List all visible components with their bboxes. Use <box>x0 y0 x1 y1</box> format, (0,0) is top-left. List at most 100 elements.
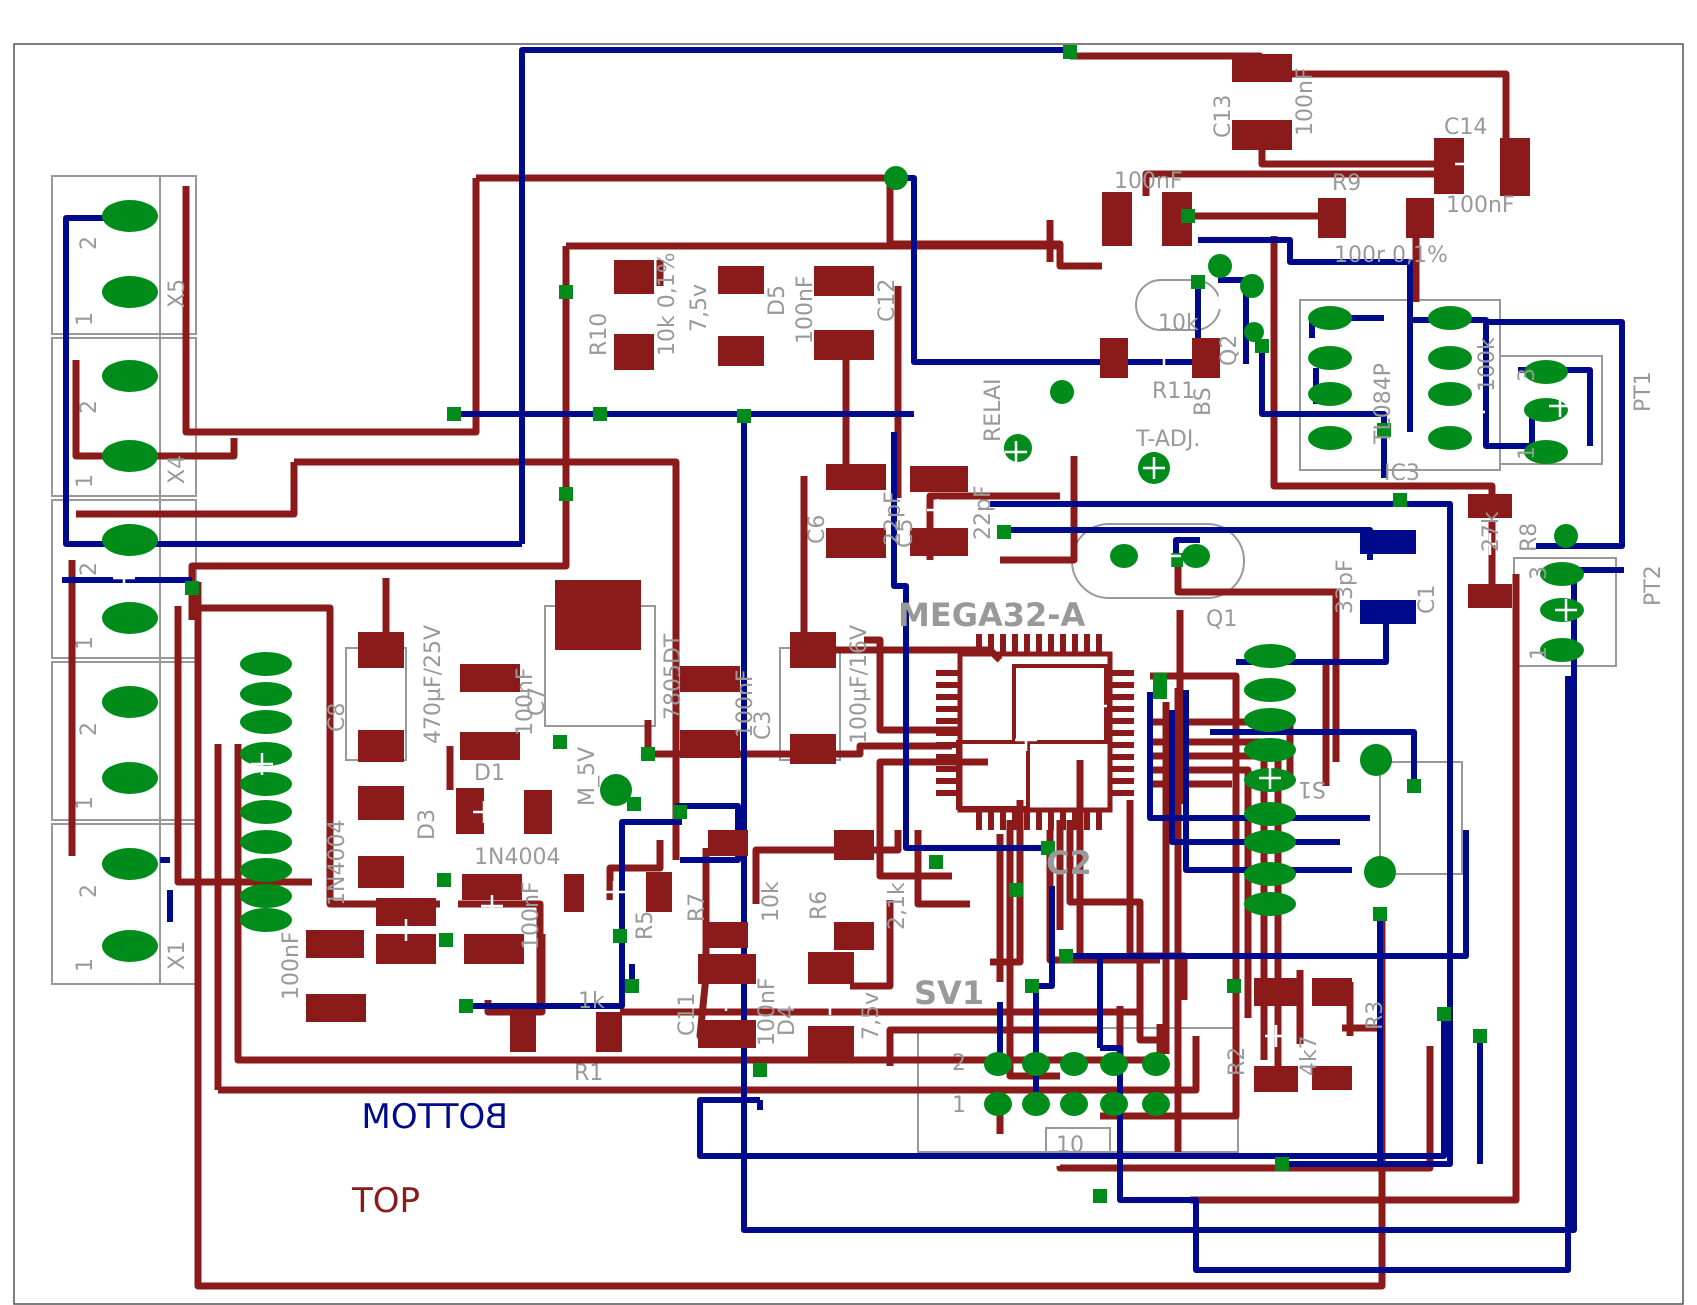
label-c13-val: 100nF <box>1293 67 1318 136</box>
via <box>627 797 641 811</box>
origin-cross <box>113 243 135 265</box>
mcu-pin <box>1110 682 1134 688</box>
origin-cross <box>1085 695 1107 717</box>
mcu-pin <box>1110 742 1134 748</box>
origin-cross <box>843 879 865 901</box>
origin-cross <box>369 689 391 711</box>
origin-cross <box>845 499 867 521</box>
mcu-pin <box>988 808 994 830</box>
origin-cross <box>819 993 841 1015</box>
via <box>1191 275 1205 289</box>
mcu-pin <box>1048 808 1054 830</box>
label-c3: C3 <box>751 711 776 740</box>
terminal-x4 <box>51 337 197 497</box>
label-c3-val: 100nF <box>733 669 758 738</box>
via <box>459 999 473 1013</box>
label-c5: C5 <box>893 519 918 548</box>
component-origin-markers <box>113 89 1577 1047</box>
via <box>439 933 453 947</box>
label-d5-val: 7,5v <box>687 284 712 332</box>
mcu-pin <box>1110 670 1134 676</box>
label-r5: R5 <box>633 911 658 940</box>
via <box>1153 673 1167 687</box>
mcu-pin <box>1036 634 1042 656</box>
label-relai: RELAI <box>981 379 1006 443</box>
origin-cross <box>729 305 751 327</box>
label-x1: X1 <box>165 941 190 970</box>
mcu-pin <box>936 670 960 676</box>
via <box>1059 949 1073 963</box>
origin-cross <box>1265 1025 1287 1047</box>
label-q1: Q1 <box>1206 607 1237 632</box>
label-100k: 100k <box>1475 337 1500 392</box>
origin-cross <box>927 499 949 521</box>
origin-cross <box>395 919 417 941</box>
mcu-pin <box>1072 808 1078 830</box>
via <box>737 409 751 423</box>
mcu-pin <box>1096 634 1102 656</box>
origin-cross <box>369 829 391 851</box>
mcu-pin <box>1012 808 1018 830</box>
label-c12: C12 <box>875 279 900 322</box>
origin-cross <box>113 407 135 429</box>
label-c7: C7 <box>525 687 550 716</box>
terminal-x5 <box>51 175 197 335</box>
label-pt2-pin1: 1 <box>1527 646 1552 660</box>
origin-cross <box>715 989 737 1011</box>
label-x5: X5 <box>165 279 190 308</box>
label-r8-val: 27k <box>1479 511 1504 552</box>
mcu-pin <box>1012 634 1018 656</box>
label-t-adj: T-ADJ. <box>1135 427 1200 452</box>
mcu-pin <box>936 718 960 724</box>
via <box>1093 1189 1107 1203</box>
label-c8: C8 <box>325 703 350 732</box>
label-c5-val: 22pF <box>971 485 996 540</box>
via <box>1153 685 1167 699</box>
label-r10: R10 <box>587 313 612 356</box>
via <box>1275 1157 1289 1171</box>
label-pt1-pin3: 3 <box>1515 368 1540 382</box>
label-pin1-x4: 1 <box>73 474 98 488</box>
label-c14-val: 100nF <box>1446 193 1515 218</box>
label-s1: S1 <box>1298 776 1326 801</box>
label-r6-val: 2,1k <box>885 882 910 930</box>
mcu-pin <box>1110 754 1134 760</box>
origin-cross <box>113 567 135 589</box>
label-c12-val: 100nF <box>793 275 818 344</box>
vias <box>185 45 1573 1203</box>
label-c6: C6 <box>805 515 830 544</box>
label-bs: BS <box>1191 387 1216 416</box>
origin-cross <box>1209 287 1231 309</box>
label-c10-val: 100nF <box>519 881 544 950</box>
via <box>185 581 199 595</box>
via <box>553 735 567 749</box>
origin-cross <box>1153 345 1175 367</box>
via <box>1041 841 1055 855</box>
label-pin2-x2: 2 <box>77 722 102 736</box>
smd-pads-bottom <box>1360 530 1416 624</box>
via <box>929 855 943 869</box>
label-r2-val: 4k7 <box>1297 1035 1322 1076</box>
crystal-outline <box>1071 523 1245 599</box>
label-pt1-pin1: 1 <box>1515 446 1540 460</box>
via <box>673 805 687 819</box>
origin-cross <box>801 689 823 711</box>
mcu-pin <box>1110 790 1134 796</box>
label-c2: C2 <box>1046 844 1092 882</box>
via <box>559 285 573 299</box>
via <box>997 525 1011 539</box>
label-c7-val: 100nF <box>513 667 538 736</box>
origin-cross <box>1259 767 1281 789</box>
via <box>641 747 655 761</box>
mcu-pin <box>1036 808 1042 830</box>
label-pt1: PT1 <box>1631 371 1656 412</box>
mcu-pin <box>1048 634 1054 656</box>
via <box>1373 907 1387 921</box>
label-c9-val: 100nF <box>279 931 304 1000</box>
origin-cross <box>603 881 625 903</box>
origin-cross <box>1251 89 1273 111</box>
label-m5v: M_5V <box>575 747 600 806</box>
mcu-pin <box>988 634 994 656</box>
label-r11: R11 <box>1152 379 1195 404</box>
mcu-pin <box>936 682 960 688</box>
